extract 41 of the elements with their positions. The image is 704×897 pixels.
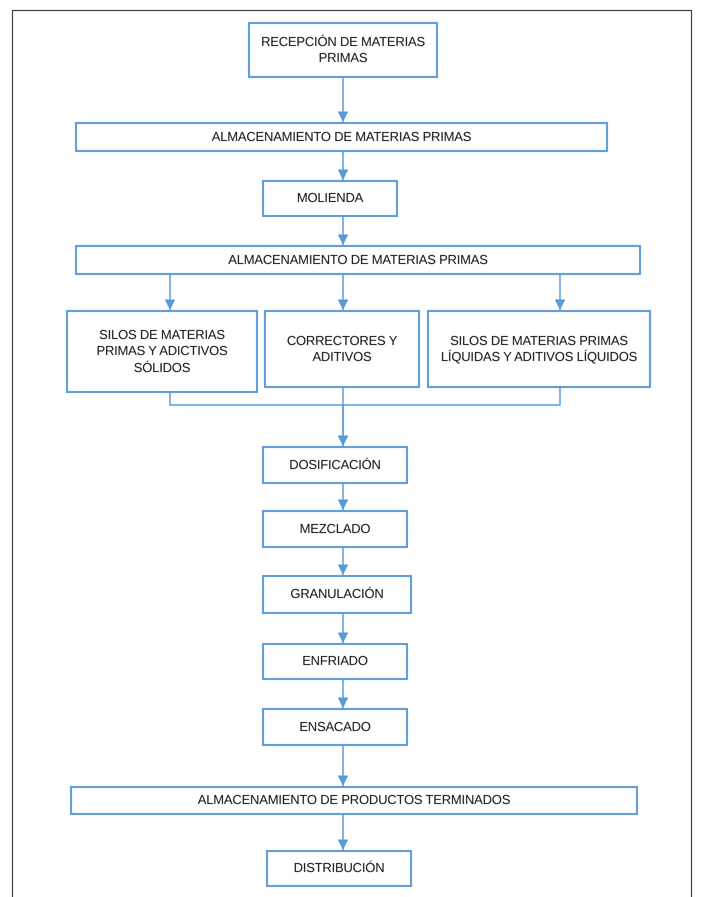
- step-label: SILOS DE MATERIAS PRIMAS Y ADICTIVOS SÓLIDOS: [95, 327, 228, 376]
- arrow: [338, 388, 561, 446]
- process-box: [70, 786, 638, 815]
- step-label: DOSIFICACIÓN: [289, 456, 381, 474]
- process-box: [262, 643, 408, 680]
- arrow: [338, 217, 348, 245]
- arrow: [338, 152, 348, 180]
- step-label: MOLIENDA: [296, 190, 364, 207]
- step-label: CORRECTORES Y ADITIVOS: [286, 332, 398, 366]
- step-label: ALMACENAMIENTO DE MATERIAS PRIMAS: [212, 128, 472, 146]
- step-label: MEZCLADO: [300, 520, 370, 538]
- process-box: [262, 708, 408, 746]
- arrow: [338, 484, 348, 510]
- arrow: [554, 275, 566, 310]
- process-box: [66, 310, 258, 393]
- step-label: GRANULACIÓN: [290, 586, 384, 603]
- step-label: RECEPCIÓN DE MATERIAS PRIMAS: [260, 34, 426, 66]
- step-label: DISTRIBUCIÓN: [294, 860, 384, 877]
- process-box: [75, 122, 608, 152]
- step-label: ENFRIADO: [302, 653, 368, 670]
- process-box: [75, 245, 641, 275]
- process-box: [262, 510, 408, 548]
- arrow: [164, 275, 176, 310]
- process-box: [262, 446, 408, 484]
- arrow: [338, 548, 348, 575]
- arrow: [338, 680, 348, 708]
- arrow: [338, 78, 348, 122]
- process-box: [262, 180, 398, 217]
- process-box: [264, 310, 420, 388]
- process-box: [266, 850, 412, 887]
- step-label: ALMACENAMIENTO DE MATERIAS PRIMAS: [228, 252, 488, 268]
- arrow: [338, 614, 348, 643]
- arrow: [338, 275, 348, 310]
- arrow: [338, 746, 348, 786]
- step-label: SILOS DE MATERIAS PRIMAS LÍQUIDAS Y ADITIVOS LÍQUIDOS: [440, 332, 638, 366]
- step-label: ALMACENAMIENTO DE PRODUCTOS TERMINADOS: [198, 792, 510, 809]
- process-box: [262, 575, 412, 614]
- arrow: [338, 815, 348, 850]
- step-label: ENSACADO: [299, 718, 371, 736]
- process-box: [427, 310, 651, 388]
- process-box: [248, 22, 438, 78]
